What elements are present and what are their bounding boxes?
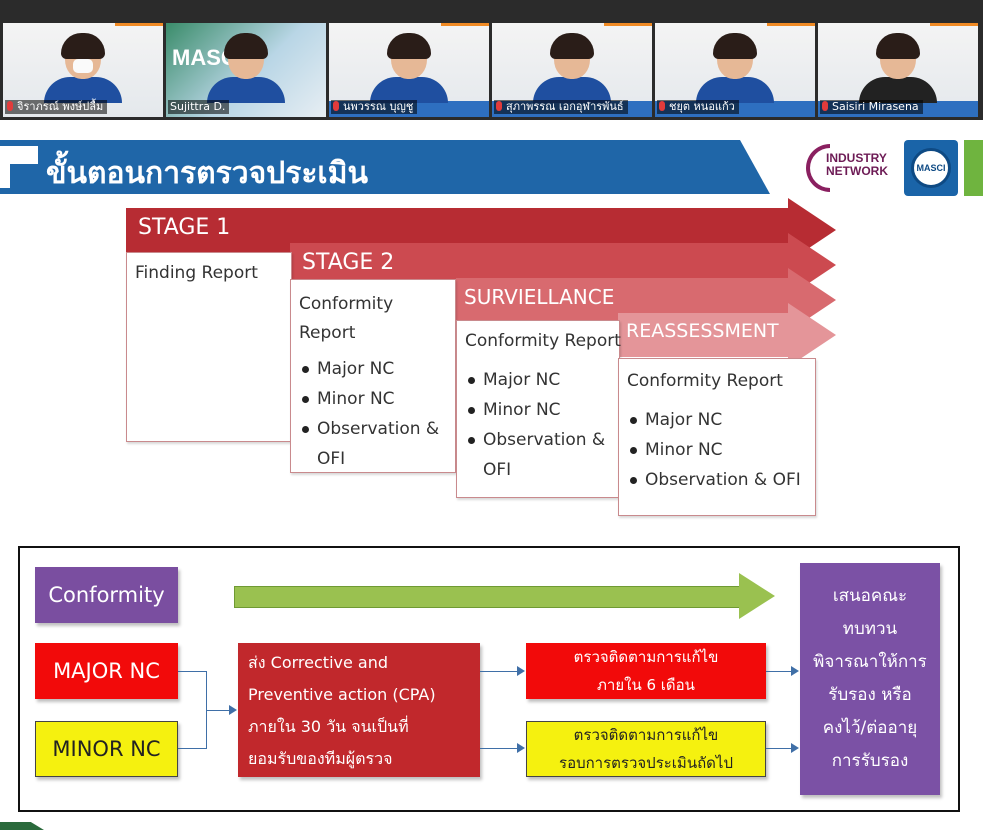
participant-tile[interactable]: สุภาพรรณ เอกอุฬารพันธ์	[492, 23, 652, 117]
committee-proposal-box: เสนอคณะทบทวนพิจารณาให้การรับรอง หรือคงไว…	[800, 563, 940, 795]
connector-line	[480, 671, 518, 672]
list-item: Major NC	[627, 405, 801, 435]
participant-name-label: Saisiri Mirasena	[820, 100, 923, 114]
list-item: Major NC	[465, 365, 605, 395]
conformity-box: Conformity	[35, 567, 178, 623]
participant-video	[533, 33, 611, 103]
participant-name-label: ชยุต หนอแก้ว	[657, 100, 739, 114]
arrowhead-icon	[229, 705, 237, 715]
connector-line	[178, 748, 206, 749]
surveillance-report: Conformity Report	[465, 331, 621, 351]
arrowhead-icon	[517, 666, 525, 676]
list-item: Observation &OFI	[465, 425, 605, 485]
participant-video	[370, 33, 448, 103]
stage-2-label: STAGE 2	[302, 250, 395, 275]
mic-muted-icon	[659, 101, 665, 111]
arrowhead-icon	[517, 743, 525, 753]
connector-line	[178, 671, 206, 672]
participant-name-label: นพวรรณ บุญชู	[331, 100, 418, 114]
stage-1-report: Finding Report	[135, 263, 258, 283]
participant-name-label: จิราภรณ์ พงษ์ปลื้ม	[5, 100, 108, 114]
arrowhead-icon	[791, 743, 799, 753]
participant-tile[interactable]: จิราภรณ์ พงษ์ปลื้ม	[3, 23, 163, 117]
participant-video	[859, 33, 937, 103]
major-nc-box: MAJOR NC	[35, 643, 178, 699]
list-item: Minor NC	[299, 384, 439, 414]
reassessment-list: Major NC Minor NC Observation & OFI	[627, 405, 801, 495]
mic-muted-icon	[333, 101, 339, 111]
connector-line	[206, 710, 230, 711]
participant-tile[interactable]: ชยุต หนอแก้ว	[655, 23, 815, 117]
minor-follow-up-box: ตรวจติดตามการแก้ไขรอบการตรวจประเมินถัดไป	[526, 721, 766, 777]
slide-title: ขั้นตอนการตรวจประเมิน	[46, 156, 368, 191]
reassessment-box: Conformity Report Major NC Minor NC Obse…	[618, 358, 816, 516]
list-item: Observation &OFI	[299, 414, 439, 474]
participant-tile[interactable]: MASC Sujittra D.	[166, 23, 326, 117]
stage-1-label: STAGE 1	[138, 215, 231, 240]
masci-logo: MASCI	[904, 140, 958, 196]
major-follow-up-box: ตรวจติดตามการแก้ไขภายใน 6 เดือน	[526, 643, 766, 699]
participant-name-label: Sujittra D.	[168, 100, 230, 114]
slide-footer	[0, 818, 983, 830]
connector-line	[766, 748, 792, 749]
list-item: Observation & OFI	[627, 465, 801, 495]
participant-tile[interactable]: Saisiri Mirasena	[818, 23, 978, 117]
slide-title-bar	[0, 140, 770, 194]
participant-strip: จิราภรณ์ พงษ์ปลื้ม MASC Sujittra D. นพวร…	[0, 0, 983, 120]
participant-video	[696, 33, 774, 103]
surveillance-box: Conformity Report Major NC Minor NC Obse…	[456, 320, 621, 498]
minor-nc-box: MINOR NC	[35, 721, 178, 777]
mic-muted-icon	[7, 101, 13, 111]
list-item: Minor NC	[465, 395, 605, 425]
accent-bar	[964, 140, 983, 196]
connector-line	[766, 671, 792, 672]
surveillance-label: SURVIELLANCE	[464, 285, 615, 309]
participant-name-label: สุภาพรรณ เอกอุฬารพันธ์	[494, 100, 628, 114]
mic-muted-icon	[496, 101, 502, 111]
reassessment-report: Conformity Report	[627, 371, 783, 391]
mic-muted-icon	[822, 101, 828, 111]
participant-video	[44, 33, 122, 103]
surveillance-list: Major NC Minor NC Observation &OFI	[465, 365, 605, 485]
arrowhead-icon	[791, 666, 799, 676]
list-item: Minor NC	[627, 435, 801, 465]
participant-video	[207, 33, 285, 103]
stage-1-box: Finding Report	[126, 252, 292, 442]
list-item: Major NC	[299, 354, 439, 384]
connector-line	[480, 748, 518, 749]
reassessment-label: REASSESSMENT	[626, 320, 779, 342]
conformity-arrow	[234, 573, 775, 619]
stage-2-list: Major NC Minor NC Observation &OFI	[299, 354, 439, 474]
participant-tile[interactable]: นพวรรณ บุญชู	[329, 23, 489, 117]
